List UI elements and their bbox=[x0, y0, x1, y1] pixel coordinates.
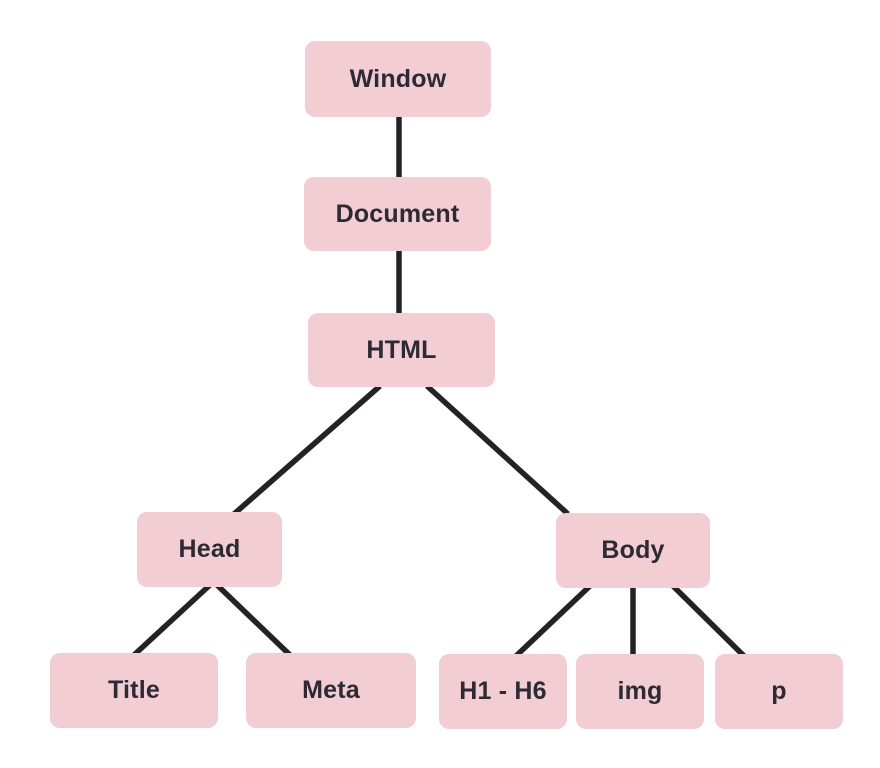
node-body: Body bbox=[556, 513, 710, 588]
node-head: Head bbox=[137, 512, 282, 587]
node-h1-h6: H1 - H6 bbox=[439, 654, 567, 729]
node-img: img bbox=[576, 654, 704, 729]
edge-body-p bbox=[670, 583, 746, 658]
edge-body-h1h6 bbox=[514, 583, 593, 658]
node-p: p bbox=[715, 654, 843, 729]
edge-head-title bbox=[132, 581, 213, 658]
node-window: Window bbox=[305, 41, 491, 117]
node-title: Title bbox=[50, 653, 218, 728]
edge-head-meta bbox=[214, 582, 292, 657]
node-meta: Meta bbox=[246, 653, 416, 728]
node-html: HTML bbox=[308, 313, 495, 387]
edge-html-body bbox=[425, 383, 570, 517]
edge-html-head bbox=[232, 383, 382, 517]
node-document: Document bbox=[304, 177, 491, 251]
